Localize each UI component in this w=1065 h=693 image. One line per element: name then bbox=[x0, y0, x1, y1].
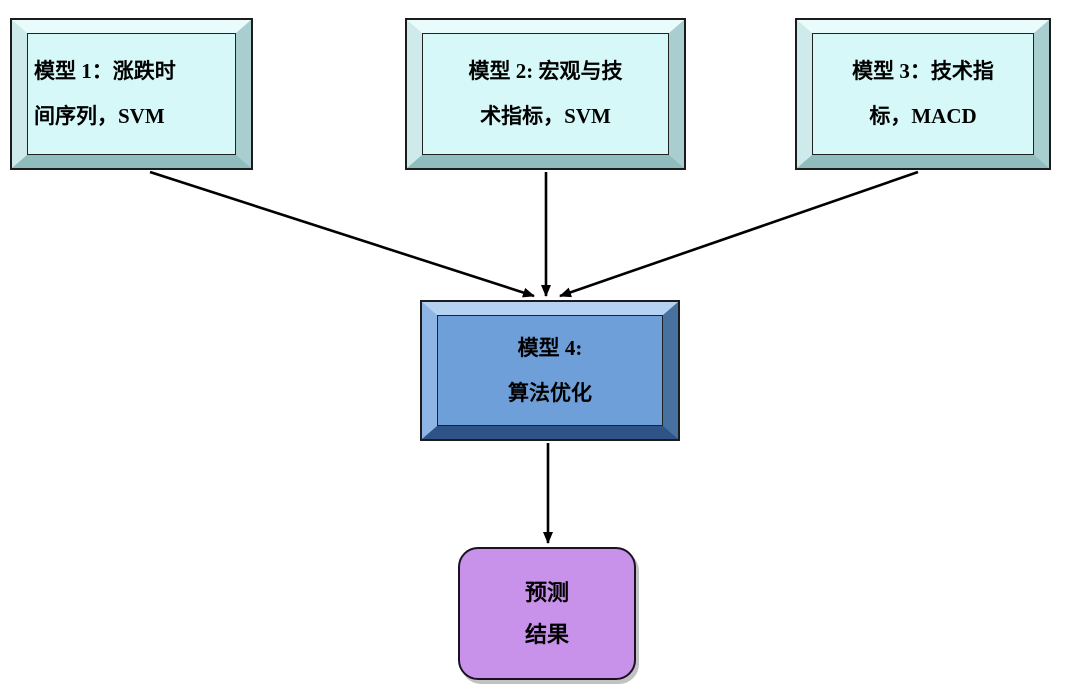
node-model-2-label-line2: 术指标，SVM bbox=[480, 104, 611, 128]
node-model-2-label-line1: 模型 2: 宏观与技 bbox=[468, 59, 623, 83]
node-model-1-label-line2: 间序列，SVM bbox=[34, 104, 165, 128]
edge-model1-to-model4 bbox=[149, 170, 535, 298]
node-model-1-label-line1: 模型 1：涨跌时 bbox=[34, 59, 176, 83]
node-model-3-frame: 模型 3：技术指 标，MACD bbox=[797, 20, 1049, 168]
node-model-1-panel: 模型 1：涨跌时 间序列，SVM bbox=[27, 33, 236, 155]
node-model-3: 模型 3：技术指 标，MACD bbox=[795, 18, 1051, 170]
node-model-3-label-line1: 模型 3：技术指 bbox=[852, 59, 994, 83]
edge-model3-to-model4 bbox=[559, 170, 919, 298]
node-result-label-line2: 结果 bbox=[524, 621, 569, 647]
node-model-2-frame: 模型 2: 宏观与技 术指标，SVM bbox=[407, 20, 684, 168]
node-model-2: 模型 2: 宏观与技 术指标，SVM bbox=[405, 18, 686, 170]
node-model-4-label-line1: 模型 4: bbox=[517, 335, 583, 360]
node-model-1-frame: 模型 1：涨跌时 间序列，SVM bbox=[12, 20, 251, 168]
node-model-3-panel: 模型 3：技术指 标，MACD bbox=[812, 33, 1034, 155]
node-model-4-frame: 模型 4: 算法优化 bbox=[422, 302, 678, 439]
node-model-3-label-line2: 标，MACD bbox=[869, 104, 977, 128]
node-result-label-line1: 预测 bbox=[524, 579, 569, 605]
node-model-1: 模型 1：涨跌时 间序列，SVM bbox=[10, 18, 253, 170]
node-model-4-label-line2: 算法优化 bbox=[508, 380, 592, 405]
node-model-4-panel: 模型 4: 算法优化 bbox=[437, 315, 663, 426]
node-model-4: 模型 4: 算法优化 bbox=[420, 300, 680, 441]
node-result: 预测 结果 bbox=[458, 547, 636, 680]
node-model-2-panel: 模型 2: 宏观与技 术指标，SVM bbox=[422, 33, 669, 155]
